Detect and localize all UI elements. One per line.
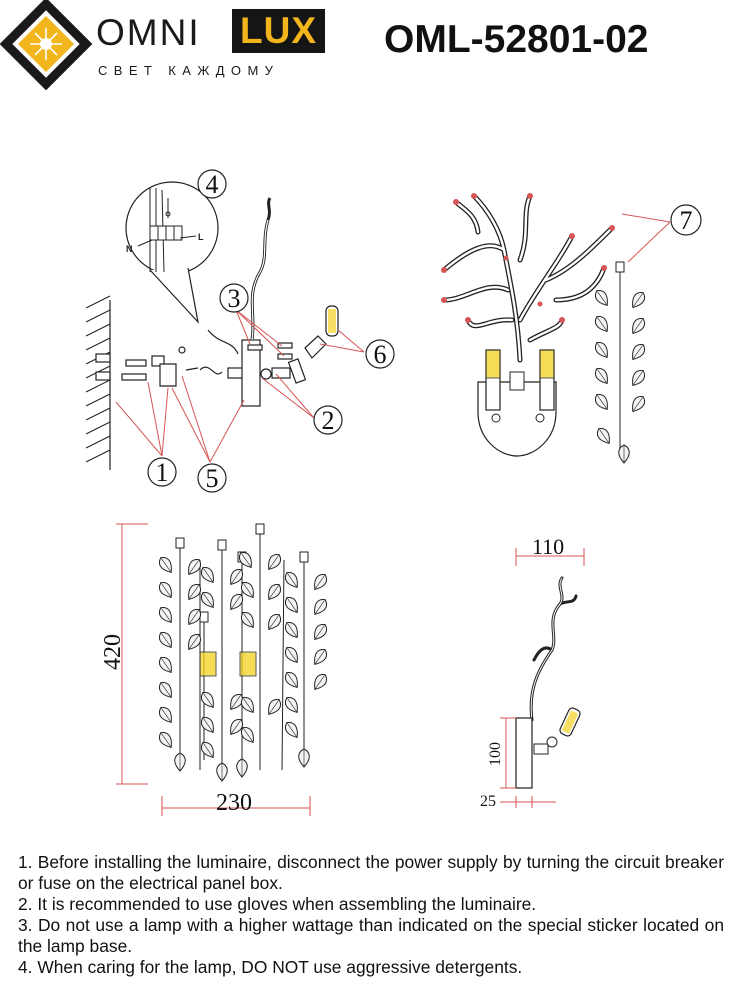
brand-tagline: СВЕТ КАЖДОМУ bbox=[98, 63, 280, 78]
note-3: 3. Do not use a lamp with a higher watta… bbox=[18, 915, 724, 956]
dimension-width: 230 bbox=[216, 790, 252, 816]
model-number: OML-52801-02 bbox=[384, 18, 649, 61]
brand-name-omni: OMNI bbox=[96, 12, 201, 53]
callout-markers: 1 2 3 4 5 6 7 bbox=[147, 169, 702, 493]
callout-5: 5 bbox=[206, 464, 219, 493]
callout-6: 6 bbox=[374, 340, 387, 369]
branch-front-view bbox=[441, 193, 615, 457]
note-1: 1. Before installing the luminaire, disc… bbox=[18, 852, 724, 893]
note-2: 2. It is recommended to use gloves when … bbox=[18, 894, 537, 914]
callout-2: 2 bbox=[322, 406, 335, 435]
dimension-height: 420 bbox=[100, 634, 126, 670]
note-4: 4. When caring for the lamp, DO NOT use … bbox=[18, 957, 523, 977]
diamond-sun-logo-icon bbox=[0, 0, 93, 90]
safety-notes: 1. Before installing the luminaire, disc… bbox=[18, 852, 724, 978]
dimension-depth: 110 bbox=[532, 534, 564, 559]
front-view-dimensioned: 420 230 bbox=[100, 523, 330, 816]
callout-3: 3 bbox=[228, 284, 241, 313]
exploded-view bbox=[85, 181, 339, 470]
callout-leaders bbox=[115, 213, 671, 463]
callout-7: 7 bbox=[680, 206, 693, 235]
installation-diagram: N L 1 2 3 4 5 6 7 bbox=[85, 169, 702, 816]
wiring-line-label: L bbox=[198, 232, 204, 242]
dimension-base-height: 100 bbox=[487, 742, 504, 766]
callout-1: 1 bbox=[156, 458, 169, 487]
callout-4: 4 bbox=[206, 170, 219, 199]
side-view-dimensioned: 110 100 25 bbox=[480, 534, 585, 810]
brand-name-lux: LUX bbox=[232, 9, 325, 53]
dimension-base-depth: 25 bbox=[480, 793, 496, 810]
brand-header: OMNI LUX СВЕТ КАЖДОМУ bbox=[0, 0, 360, 90]
leaf-strand bbox=[592, 261, 648, 464]
wiring-neutral-label: N bbox=[126, 244, 133, 254]
